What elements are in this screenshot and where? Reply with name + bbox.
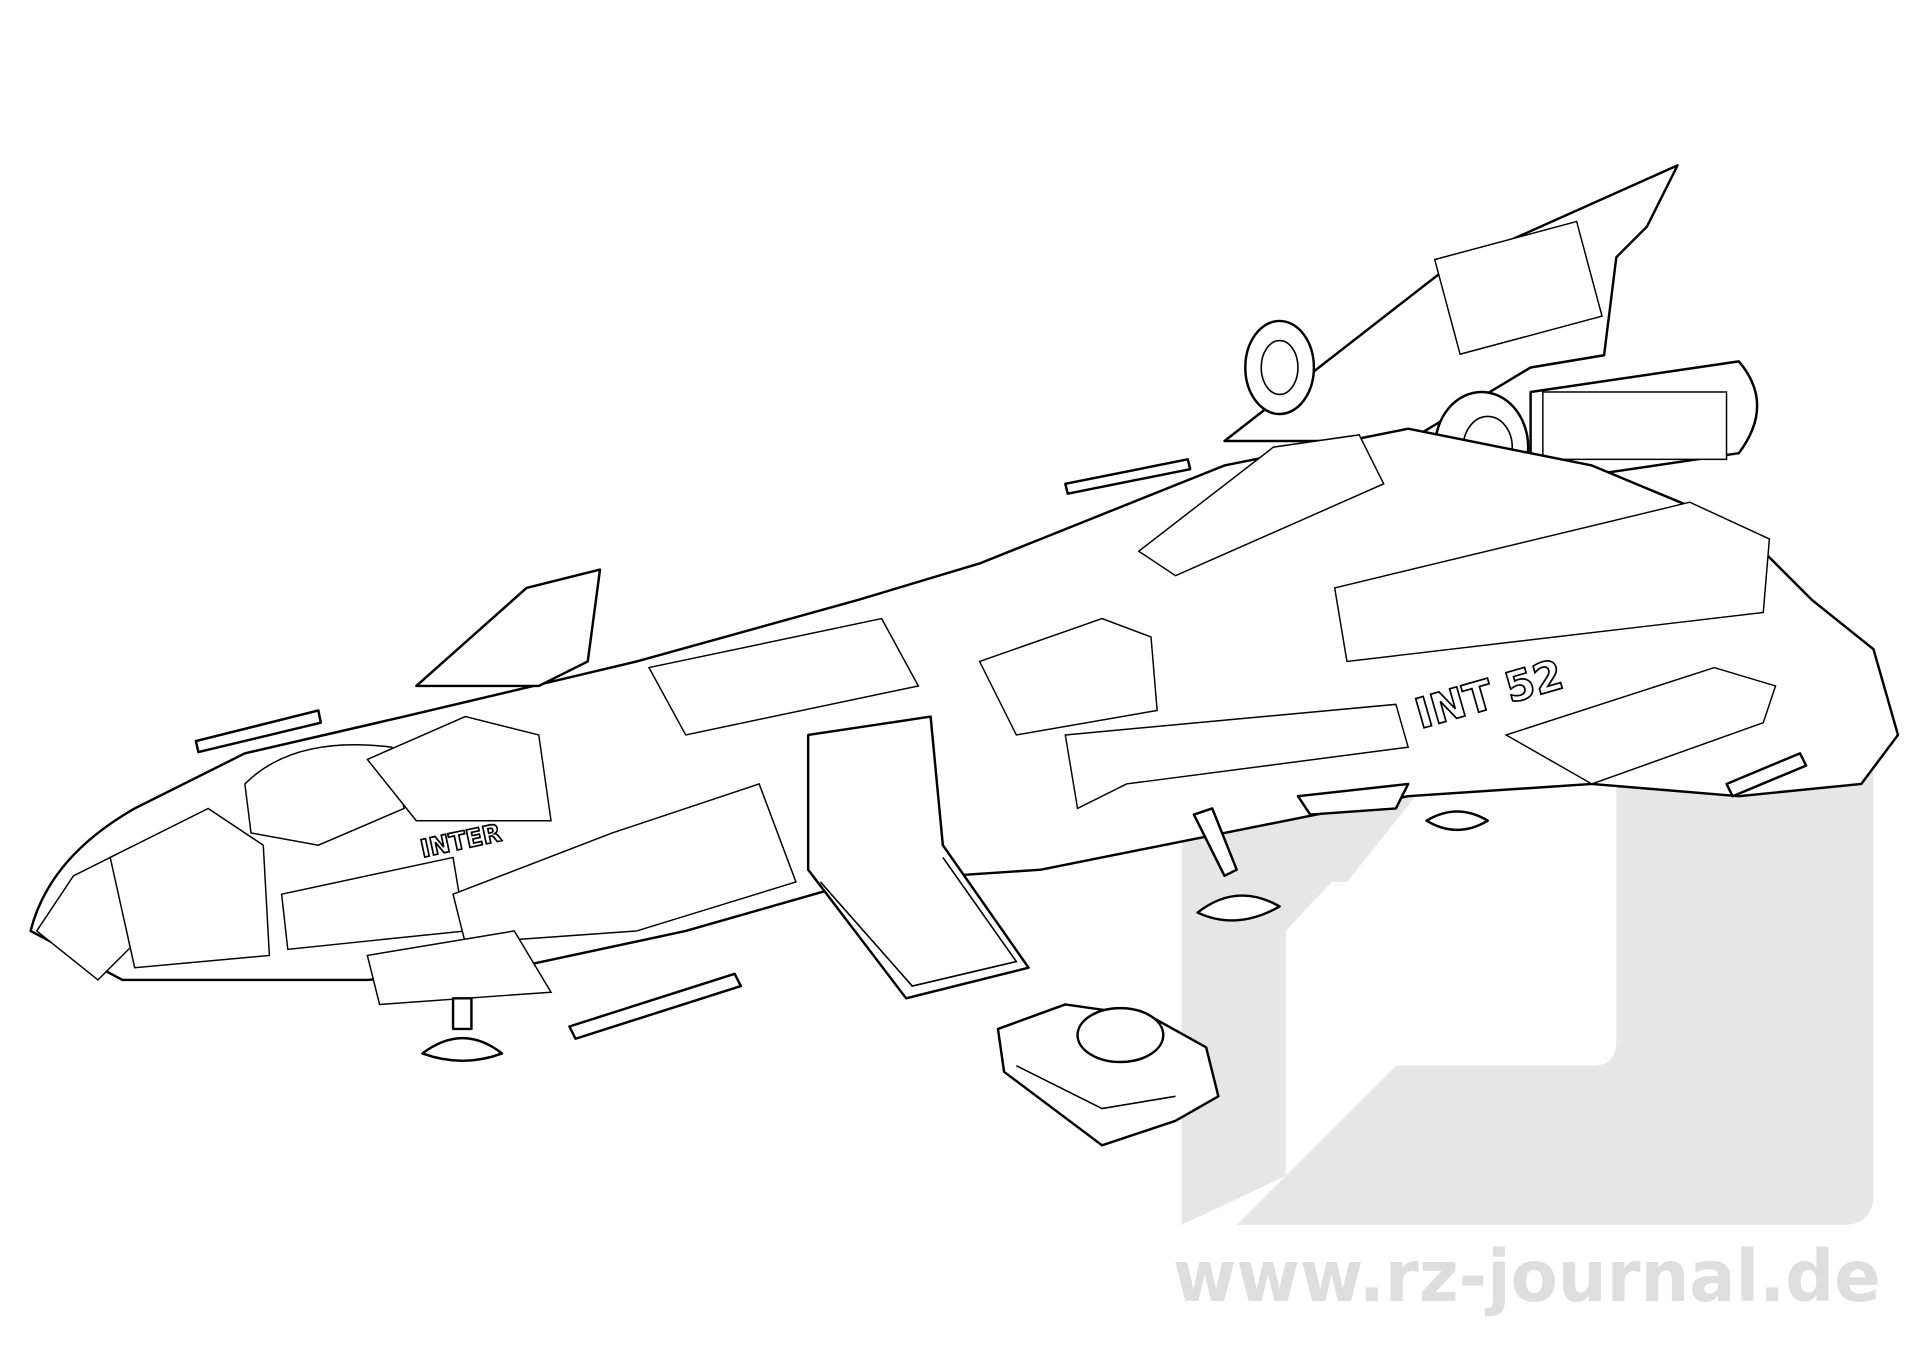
- landing-gear: [421, 782, 1489, 1063]
- upper-engines: [1244, 319, 1759, 504]
- cutaway-sections: [35, 434, 1777, 1006]
- front-fin: [415, 568, 602, 688]
- tank-vehicle: [996, 1003, 1220, 1147]
- cargo-ramp: [806, 715, 1030, 1000]
- missiles: [194, 458, 1808, 1040]
- watermark-url: www.rz-journal.de: [1173, 1235, 1881, 1318]
